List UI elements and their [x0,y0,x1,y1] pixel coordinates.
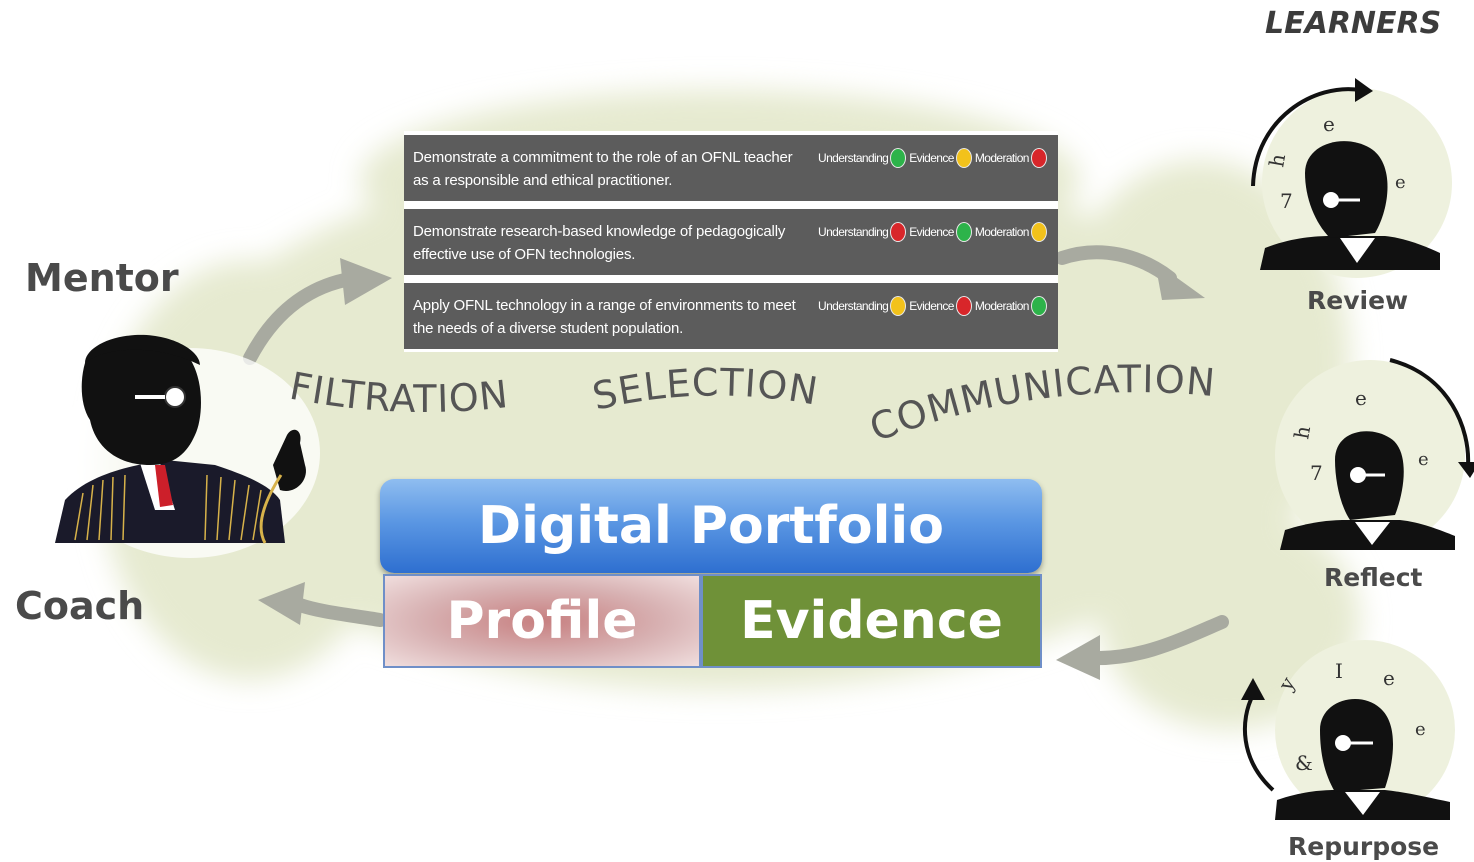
status-dot-icon [890,296,907,316]
flow-arrow-icon [243,258,392,365]
criteria-text: Demonstrate research-based knowledge of … [413,223,786,263]
cycle-arrow-icon [1242,694,1275,792]
learner-figure-review: e m h 7 e [1251,78,1452,278]
reflect-label: Reflect [1324,563,1423,592]
status-group: Understanding Evidence Moderation [818,295,1054,317]
coach-label: Coach [15,584,145,628]
moderation-label: Moderation [974,151,1030,165]
criteria-row: Demonstrate a commitment to the role of … [404,135,1058,201]
moderation-label: Moderation [974,299,1030,313]
learner-figure-repurpose: I e y e & [1241,640,1455,820]
selection-label: SELECTION [589,360,822,418]
evidence-box: Evidence [701,574,1042,668]
digital-portfolio-banner: Digital Portfolio [380,479,1042,573]
status-dot-icon [1030,296,1047,316]
status-group: Understanding Evidence Moderation [818,147,1054,169]
status-dot-icon [955,148,972,168]
status-dot-icon [890,148,907,168]
evidence-label: Evidence [909,225,954,239]
understanding-label: Understanding [818,299,889,313]
status-dot-icon [955,222,972,242]
svg-text:I: I [1335,659,1343,683]
svg-text:e: e [1355,386,1367,410]
review-label: Review [1307,286,1409,315]
evidence-box-label: Evidence [740,591,1003,651]
understanding-label: Understanding [818,151,889,165]
criteria-row: Apply OFNL technology in a range of envi… [404,283,1058,349]
criteria-text: Demonstrate a commitment to the role of … [413,149,793,189]
cycle-arrow-icon [1251,87,1361,187]
status-group: Understanding Evidence Moderation [818,221,1054,243]
mentor-label: Mentor [25,256,179,300]
status-dot-icon [890,222,907,242]
understanding-label: Understanding [818,225,889,239]
profile-label: Profile [446,591,638,651]
learners-title: LEARNERS [1265,6,1442,41]
profile-box: Profile [383,574,701,668]
status-dot-icon [955,296,972,316]
status-dot-icon [1030,148,1047,168]
digital-portfolio-title: Digital Portfolio [478,496,944,556]
criteria-table: Demonstrate a commitment to the role of … [404,131,1058,352]
evidence-label: Evidence [909,151,954,165]
flow-arrow-icon [1055,245,1205,300]
cycle-arrow-icon [1389,358,1471,466]
svg-text:e: e [1323,112,1335,136]
svg-text:7: 7 [1280,189,1293,213]
status-dot-icon [1030,222,1047,242]
criteria-row: Demonstrate research-based knowledge of … [404,209,1058,275]
communication-label: COMMUNICATION [864,357,1218,450]
svg-text:e: e [1383,666,1395,690]
svg-text:&: & [1295,751,1313,775]
flow-arrow-icon [1056,615,1229,680]
filtration-label: FILTRATION [286,364,510,421]
learner-figure-reflect: e h 7 e [1275,358,1474,550]
svg-text:h: h [1289,424,1315,441]
svg-text:e: e [1418,449,1429,470]
svg-text:h: h [1264,152,1290,169]
mentor-figure-icon [55,334,320,558]
criteria-text: Apply OFNL technology in a range of envi… [413,297,796,337]
repurpose-label: Repurpose [1288,832,1440,861]
flow-arrow-icon [258,582,387,627]
svg-text:7: 7 [1310,461,1323,485]
svg-text:e: e [1395,172,1406,193]
svg-text:e: e [1415,719,1426,740]
moderation-label: Moderation [974,225,1030,239]
evidence-label: Evidence [909,299,954,313]
